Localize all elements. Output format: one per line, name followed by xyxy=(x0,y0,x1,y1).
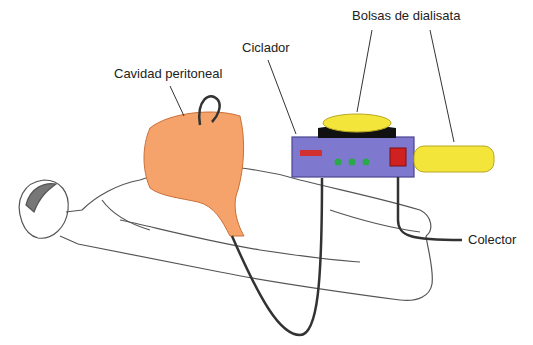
cycler-port xyxy=(390,148,406,166)
peritoneal-cavity xyxy=(144,112,244,236)
cycler-display xyxy=(300,150,322,156)
cycler-button xyxy=(363,159,370,166)
catheter-line xyxy=(232,178,322,335)
part-label: Colector xyxy=(466,232,518,248)
leader-lines xyxy=(170,30,454,142)
cycler-button xyxy=(349,159,356,166)
cycler-body xyxy=(292,137,414,177)
part-label: Cavidad peritoneal xyxy=(112,66,224,82)
part-label: Ciclador xyxy=(240,40,292,56)
dialysate-bag xyxy=(323,114,391,132)
collector-line xyxy=(398,177,462,240)
catheter-tube xyxy=(199,96,219,125)
cycler-button xyxy=(335,159,342,166)
dialysate-bag xyxy=(414,146,494,172)
part-label: Bolsas de dialisata xyxy=(350,8,462,24)
